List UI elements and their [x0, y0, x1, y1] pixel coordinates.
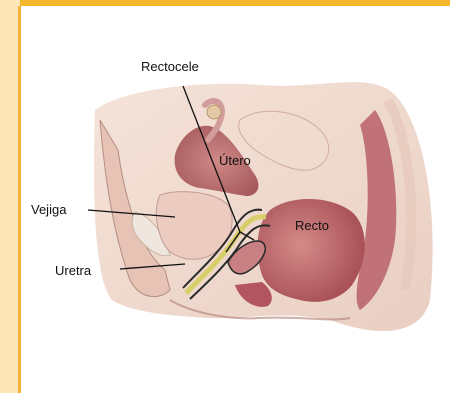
ovary: [207, 105, 221, 119]
rectum-shape: [257, 199, 364, 302]
label-recto: Recto: [295, 218, 329, 233]
left-border: [0, 0, 20, 393]
label-utero: Útero: [219, 153, 251, 168]
label-vejiga: Vejiga: [31, 202, 66, 217]
label-rectocele: Rectocele: [141, 59, 199, 74]
anatomy-illustration: Rectocele Útero Vejiga Recto Uretra: [21, 6, 450, 393]
pelvic-anatomy-drawing: [21, 6, 450, 393]
label-uretra: Uretra: [55, 263, 91, 278]
